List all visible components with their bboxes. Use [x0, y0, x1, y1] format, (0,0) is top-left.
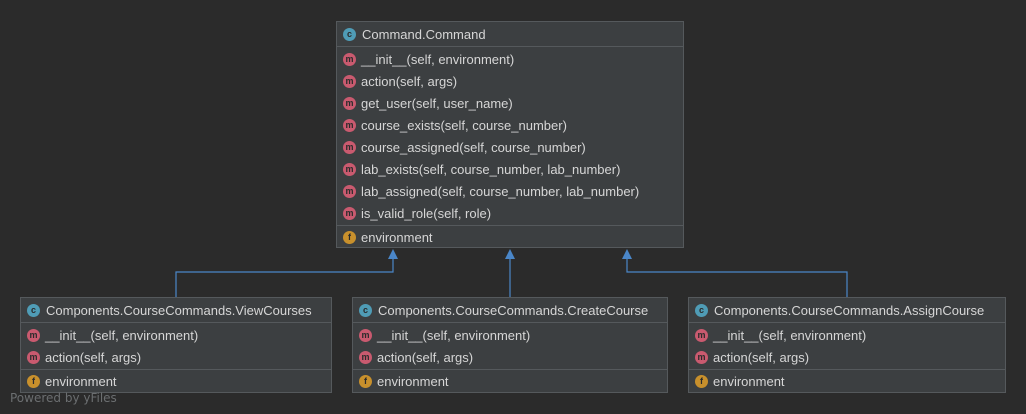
field-row[interactable]: f environment — [337, 226, 683, 248]
method-row[interactable]: m action(self, args) — [21, 346, 331, 368]
class-view-courses[interactable]: c Components.CourseCommands.ViewCourses … — [20, 297, 332, 393]
class-icon: c — [359, 303, 372, 317]
method-icon: m — [343, 74, 356, 88]
method-icon: m — [359, 350, 372, 364]
field-name: environment — [713, 373, 785, 389]
method-row[interactable]: m lab_assigned(self, course_number, lab_n… — [337, 180, 683, 202]
method-icon: m — [27, 328, 40, 342]
method-signature: course_assigned(self, course_number) — [361, 139, 586, 155]
field-row[interactable]: f environment — [21, 370, 331, 392]
method-signature: lab_assigned(self, course_number, lab_nu… — [361, 183, 640, 199]
methods-section: m __init__(self, environment) m action(sel… — [21, 323, 331, 370]
method-icon: m — [343, 96, 356, 110]
class-command[interactable]: c Command.Command m __init__(self, enviro… — [336, 21, 684, 248]
method-row[interactable]: m get_user(self, user_name) — [337, 92, 683, 114]
method-icon: m — [343, 52, 356, 66]
method-icon: m — [343, 118, 356, 132]
method-signature: action(self, args) — [377, 349, 474, 365]
method-signature: action(self, args) — [713, 349, 810, 365]
method-icon: m — [359, 328, 372, 342]
method-icon: m — [695, 328, 708, 342]
method-row[interactable]: m __init__(self, environment) — [337, 48, 683, 70]
method-signature: is_valid_role(self, role) — [361, 205, 492, 221]
method-icon: m — [343, 206, 356, 220]
method-signature: get_user(self, user_name) — [361, 95, 513, 111]
method-icon: m — [343, 184, 356, 198]
method-icon: m — [343, 162, 356, 176]
arrowhead-viewcourses — [388, 249, 398, 259]
edge-viewcourses-to-command — [175, 258, 394, 297]
fields-section: f environment — [689, 370, 1005, 392]
method-row[interactable]: m course_exists(self, course_number) — [337, 114, 683, 136]
method-signature: action(self, args) — [361, 73, 458, 89]
class-title: Components.CourseCommands.AssignCourse — [714, 302, 985, 318]
class-create-course[interactable]: c Components.CourseCommands.CreateCourse… — [352, 297, 668, 393]
class-title: Components.CourseCommands.ViewCourses — [46, 302, 312, 318]
field-row[interactable]: f environment — [689, 370, 1005, 392]
arrowhead-createcourse — [505, 249, 515, 259]
class-header: c Components.CourseCommands.ViewCourses — [21, 298, 331, 323]
field-name: environment — [361, 229, 433, 245]
class-title: Components.CourseCommands.CreateCourse — [378, 302, 649, 318]
fields-section: f environment — [21, 370, 331, 392]
field-icon: f — [695, 374, 708, 388]
methods-section: m __init__(self, environment) m action(sel… — [353, 323, 667, 370]
method-icon: m — [343, 140, 356, 154]
method-signature: __init__(self, environment) — [45, 327, 199, 343]
class-icon: c — [27, 303, 40, 317]
edge-assigncourse-to-command — [626, 258, 848, 297]
method-row[interactable]: m action(self, args) — [337, 70, 683, 92]
class-header: c Command.Command — [337, 22, 683, 47]
method-row[interactable]: m action(self, args) — [353, 346, 667, 368]
field-icon: f — [27, 374, 40, 388]
fields-section: f environment — [337, 226, 683, 248]
field-icon: f — [343, 230, 356, 244]
class-icon: c — [343, 27, 356, 41]
method-icon: m — [695, 350, 708, 364]
method-row[interactable]: m __init__(self, environment) — [21, 324, 331, 346]
method-signature: __init__(self, environment) — [713, 327, 867, 343]
fields-section: f environment — [353, 370, 667, 392]
class-header: c Components.CourseCommands.CreateCourse — [353, 298, 667, 323]
method-signature: lab_exists(self, course_number, lab_numb… — [361, 161, 621, 177]
method-signature: action(self, args) — [45, 349, 142, 365]
methods-section: m __init__(self, environment) m action(sel… — [337, 47, 683, 226]
method-row[interactable]: m action(self, args) — [689, 346, 1005, 368]
methods-section: m __init__(self, environment) m action(sel… — [689, 323, 1005, 370]
method-row[interactable]: m lab_exists(self, course_number, lab_num… — [337, 158, 683, 180]
class-title: Command.Command — [362, 26, 486, 42]
method-row[interactable]: m course_assigned(self, course_number) — [337, 136, 683, 158]
field-icon: f — [359, 374, 372, 388]
method-signature: course_exists(self, course_number) — [361, 117, 567, 133]
class-icon: c — [695, 303, 708, 317]
field-row[interactable]: f environment — [353, 370, 667, 392]
arrowhead-assigncourse — [622, 249, 632, 259]
class-header: c Components.CourseCommands.AssignCourse — [689, 298, 1005, 323]
method-signature: __init__(self, environment) — [377, 327, 531, 343]
method-row[interactable]: m __init__(self, environment) — [689, 324, 1005, 346]
field-name: environment — [45, 373, 117, 389]
method-icon: m — [27, 350, 40, 364]
powered-by-watermark: Powered by yFiles — [10, 391, 117, 405]
field-name: environment — [377, 373, 449, 389]
method-row[interactable]: m is_valid_role(self, role) — [337, 202, 683, 224]
method-signature: __init__(self, environment) — [361, 51, 515, 67]
class-assign-course[interactable]: c Components.CourseCommands.AssignCourse… — [688, 297, 1006, 393]
method-row[interactable]: m __init__(self, environment) — [353, 324, 667, 346]
